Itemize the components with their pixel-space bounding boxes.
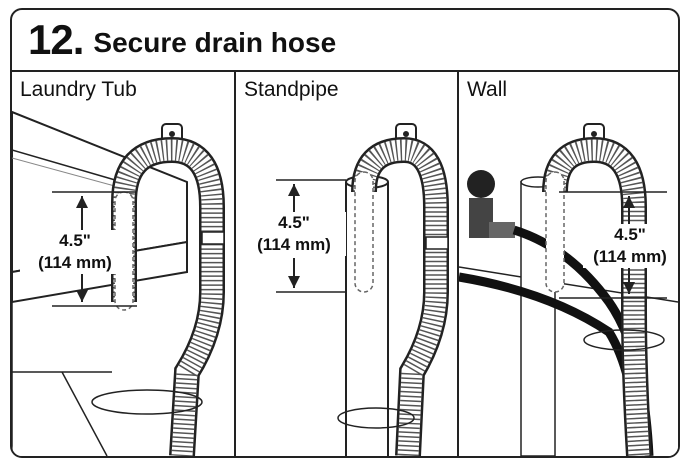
measure-inches: 4.5" xyxy=(278,213,310,232)
measurement-label: 4.5" (114 mm) xyxy=(242,212,346,256)
wall-illustration xyxy=(459,123,678,456)
faucet-valve xyxy=(467,170,495,198)
standpipe-illustration xyxy=(276,123,449,456)
panel-label: Wall xyxy=(467,78,508,101)
panel-laundry-tub: Laundry Tub 4.5" (114 mm) xyxy=(12,72,236,456)
step-number: 12. xyxy=(28,16,84,63)
measure-mm: (114 mm) xyxy=(593,247,667,266)
panel-label: Standpipe xyxy=(244,78,339,101)
measurement-label: 4.5" (114 mm) xyxy=(583,224,677,268)
measure-inches: 4.5" xyxy=(59,231,91,250)
instruction-card: 12. Secure drain hose xyxy=(10,8,680,458)
measure-mm: (114 mm) xyxy=(38,253,112,272)
cable-tie xyxy=(337,407,415,429)
measurement-label: 4.5" (114 mm) xyxy=(20,230,130,274)
panel-wall: Wall 4.5" (114 mm) xyxy=(459,72,678,456)
measure-mm: (114 mm) xyxy=(257,235,331,254)
cable-tie xyxy=(583,329,665,351)
step-header: 12. Secure drain hose xyxy=(12,10,678,72)
cable-tie xyxy=(91,389,203,415)
panel-label: Laundry Tub xyxy=(20,78,137,101)
step-title: Secure drain hose xyxy=(93,27,337,58)
measure-inches: 4.5" xyxy=(614,225,646,244)
panel-standpipe: Standpipe 4.5" (114 mm) xyxy=(236,72,459,456)
